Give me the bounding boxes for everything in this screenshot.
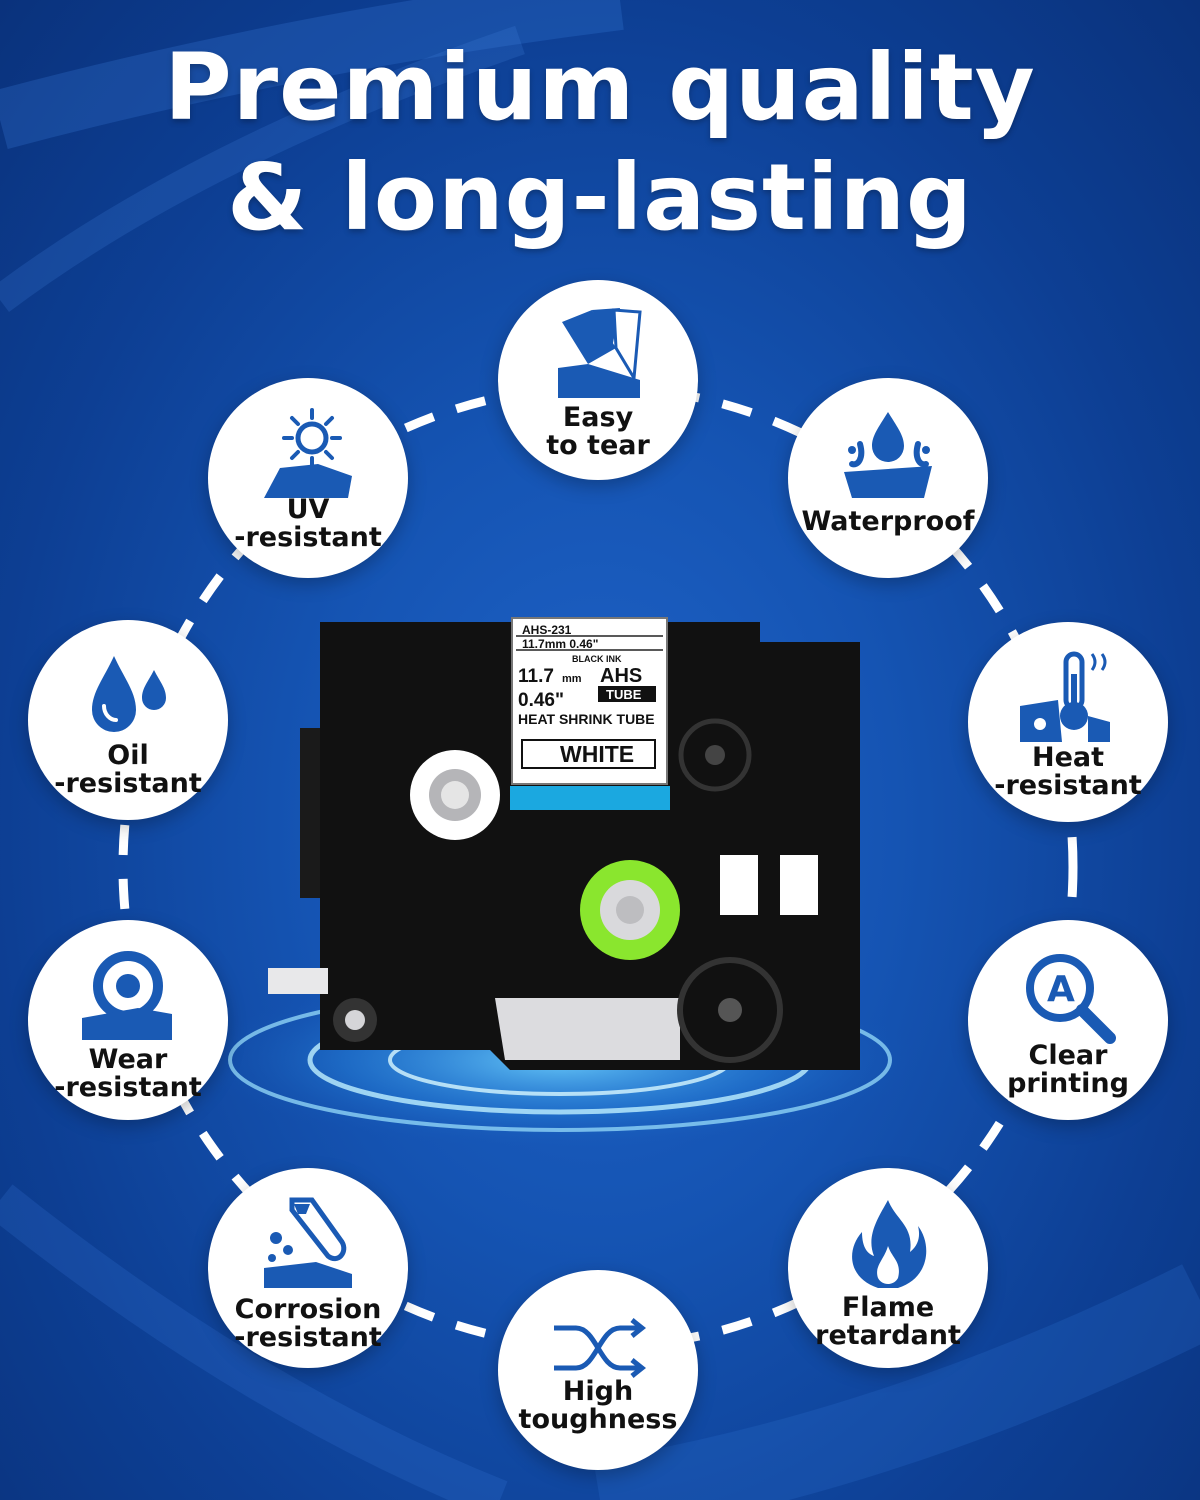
feature-corrosion-resistant-label-2: -resistant bbox=[234, 1322, 382, 1353]
cartridge-brand: AHS bbox=[600, 665, 642, 687]
cartridge-width-in: 0.46" bbox=[518, 690, 564, 711]
cartridge-window-b bbox=[780, 855, 818, 915]
feature-wear-resistant-label-2: -resistant bbox=[54, 1072, 202, 1103]
test-tube-icon bbox=[264, 1197, 352, 1288]
color-frame bbox=[521, 739, 656, 769]
feature-clear-printing-label-1: Clear bbox=[1028, 1040, 1108, 1071]
tube-badge-bg bbox=[598, 686, 656, 702]
feature-oil-resistant-label-2: -resistant bbox=[54, 768, 202, 799]
feature-clear-printing-label-2: printing bbox=[1007, 1068, 1129, 1099]
feature-flame-retardant-label-2: retardant bbox=[815, 1320, 961, 1351]
feature-waterproof: Waterproof bbox=[788, 378, 988, 578]
feature-heat-resistant: Heat-resistant bbox=[968, 622, 1168, 822]
feature-easy-to-tear-label-2: to tear bbox=[546, 430, 650, 461]
feature-corrosion-resistant-label-1: Corrosion bbox=[234, 1294, 382, 1325]
oil-drops-icon bbox=[92, 656, 166, 732]
blue-window bbox=[510, 786, 670, 810]
feature-uv-resistant-label-1: UV bbox=[286, 494, 330, 525]
water-splash-icon bbox=[844, 412, 932, 498]
tape-cartridge: AHS-231 11.7mm 0.46" BLACK INK 11.7 mm A… bbox=[268, 617, 860, 1070]
feature-waterproof-label-1: Waterproof bbox=[801, 506, 975, 537]
cartridge-color: WHITE bbox=[560, 741, 634, 767]
magnifier-a-icon: A bbox=[1026, 954, 1116, 1044]
tape-roll-icon bbox=[82, 951, 172, 1040]
tearing-tape-icon bbox=[558, 308, 642, 398]
feature-oil-resistant: Oil-resistant bbox=[28, 620, 228, 820]
cartridge-window-a bbox=[720, 855, 758, 915]
thermometer-icon bbox=[1020, 651, 1110, 742]
cartridge-size-line: 11.7mm 0.46" bbox=[522, 637, 598, 651]
feature-corrosion-resistant: Corrosion-resistant bbox=[208, 1168, 408, 1368]
feature-wear-resistant: Wear-resistant bbox=[28, 920, 228, 1120]
feature-flame-retardant-label-1: Flame bbox=[841, 1292, 935, 1323]
feature-wear-resistant-label-1: Wear bbox=[88, 1044, 168, 1075]
feature-uv-resistant: UV-resistant bbox=[208, 378, 408, 578]
cartridge-mm-unit: mm bbox=[562, 673, 582, 685]
feature-heat-resistant-label-1: Heat bbox=[1031, 742, 1105, 773]
feature-oil-resistant-label-1: Oil bbox=[107, 740, 149, 771]
svg-text:A: A bbox=[1047, 969, 1075, 1010]
cartridge-model: AHS-231 bbox=[522, 623, 572, 637]
headline-line-1: Premium quality bbox=[164, 34, 1036, 141]
cartridge-type: HEAT SHRINK TUBE bbox=[518, 711, 655, 727]
tape-path bbox=[495, 998, 680, 1060]
cartridge-ink: BLACK INK bbox=[572, 654, 622, 664]
cartridge-tube-badge: TUBE bbox=[606, 687, 642, 702]
feature-uv-resistant-label-2: -resistant bbox=[234, 522, 382, 553]
sun-icon bbox=[264, 408, 352, 498]
feature-easy-to-tear-label-1: Easy bbox=[562, 402, 634, 433]
cartridge-width-mm: 11.7 bbox=[518, 666, 554, 687]
headline-line-2: & long-lasting bbox=[227, 144, 973, 251]
feature-high-toughness-label-2: toughness bbox=[518, 1404, 678, 1435]
tape-tail bbox=[268, 968, 328, 994]
feature-high-toughness-label-1: High bbox=[562, 1376, 634, 1407]
cartridge-side-tab bbox=[300, 728, 320, 898]
crossing-arrows-icon bbox=[554, 1318, 647, 1378]
flame-icon bbox=[852, 1200, 927, 1288]
feature-heat-resistant-label-2: -resistant bbox=[994, 770, 1142, 801]
